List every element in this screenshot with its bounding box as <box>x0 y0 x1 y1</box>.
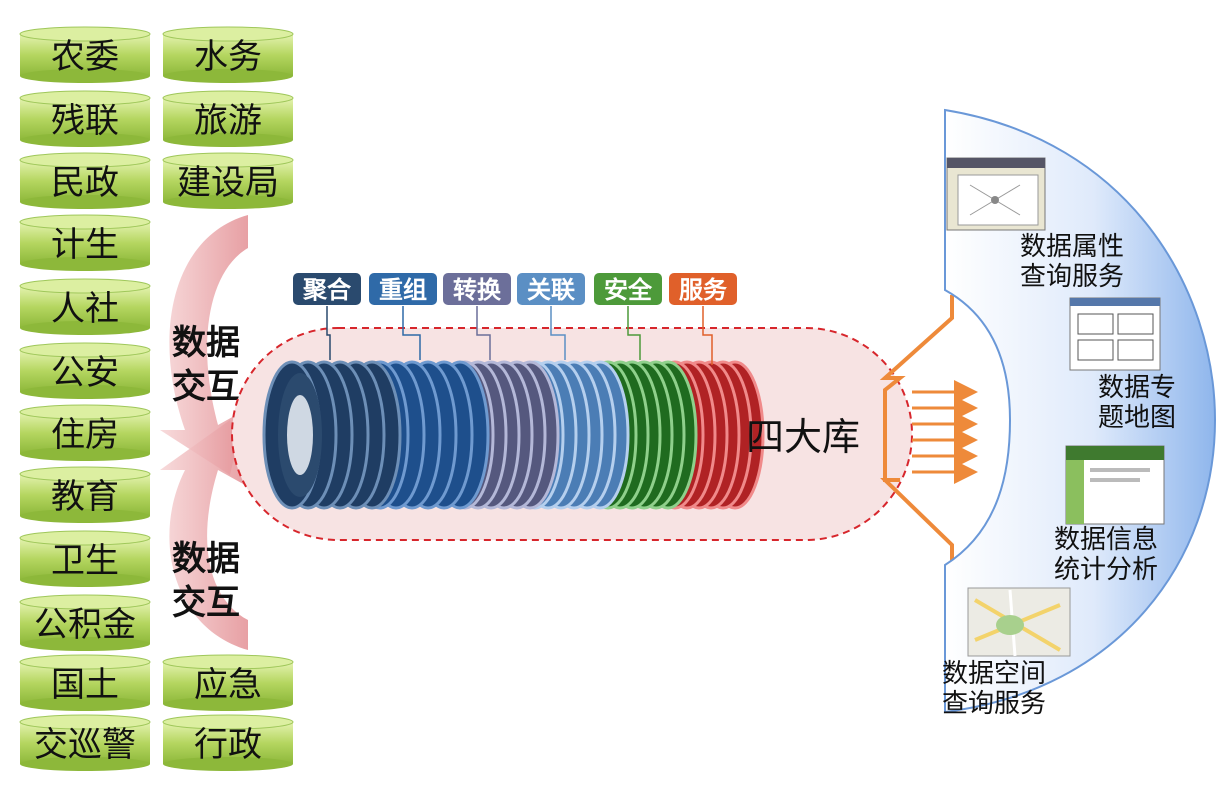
department-cylinder: 建设局 <box>162 152 294 209</box>
exchange-label-bottom-2: 交互 <box>172 583 240 623</box>
process-tag: 关联 <box>515 271 587 360</box>
department-cylinder: 公安 <box>19 342 151 399</box>
exchange-label-bottom-1: 数据 <box>172 539 240 579</box>
process-tag: 聚合 <box>291 271 363 360</box>
department-label: 公安 <box>51 353 119 393</box>
department-cylinder: 住房 <box>19 404 151 461</box>
process-tag-label: 重组 <box>379 276 427 304</box>
department-cylinder: 国土 <box>19 654 151 711</box>
department-label: 公积金 <box>34 605 136 645</box>
department-label: 水务 <box>194 37 262 77</box>
department-cylinder: 计生 <box>19 214 151 271</box>
process-tag-connector <box>326 306 331 360</box>
department-label: 农委 <box>51 37 119 77</box>
service-label-line1: 数据信息 <box>1054 525 1158 555</box>
process-tag: 重组 <box>367 271 439 360</box>
department-cylinder: 人社 <box>19 278 151 335</box>
department-label: 残联 <box>51 101 119 141</box>
process-tag-label: 安全 <box>604 276 653 304</box>
process-tag-connector <box>702 306 713 365</box>
exchange-arrow-bottom <box>160 420 248 650</box>
service-label-line2: 查询服务 <box>942 689 1046 719</box>
department-cylinder: 公积金 <box>19 594 151 651</box>
department-label: 卫生 <box>51 541 119 581</box>
service-label-line2: 查询服务 <box>1020 262 1124 292</box>
department-cylinder: 卫生 <box>19 530 151 587</box>
service-panel <box>944 108 1217 714</box>
department-cylinder: 交巡警 <box>19 714 151 771</box>
exchange-arrows <box>160 215 248 650</box>
department-cylinder: 农委 <box>19 26 151 83</box>
service-label-line2: 统计分析 <box>1054 555 1158 585</box>
service-label-line1: 数据空间 <box>942 659 1046 689</box>
department-cylinder: 教育 <box>19 466 151 523</box>
process-tag-connector <box>627 306 641 360</box>
process-tag-connector <box>550 306 566 360</box>
department-label: 教育 <box>51 477 119 517</box>
department-cylinder: 水务 <box>162 26 294 83</box>
department-label: 计生 <box>51 225 119 265</box>
core-label: 四大库 <box>746 415 860 459</box>
process-tags: 聚合重组转换关联 安全服务 <box>291 271 739 365</box>
exchange-arrow-top <box>160 215 248 475</box>
department-label: 旅游 <box>194 101 262 141</box>
process-tag-connector <box>476 306 491 360</box>
bracket-lower <box>880 470 954 568</box>
service-label-line1: 数据属性 <box>1020 232 1124 262</box>
department-label: 建设局 <box>177 163 279 203</box>
process-tag-label: 服务 <box>679 276 728 304</box>
process-tag-connector <box>402 306 421 360</box>
process-tag-label: 转换 <box>453 276 502 304</box>
thumbnail-spatial-map <box>967 587 1071 657</box>
process-tag: 安全 <box>592 271 664 360</box>
process-tag: 服务 <box>667 271 739 365</box>
department-label: 人社 <box>51 289 119 329</box>
department-cylinder: 残联 <box>19 90 151 147</box>
service-label-line1: 数据专 <box>1098 373 1176 403</box>
thumbnail-thematic-map <box>1069 297 1161 371</box>
department-cylinder: 应急 <box>162 654 294 711</box>
department-label: 应急 <box>194 665 262 705</box>
department-cylinder: 行政 <box>162 714 294 771</box>
process-tag-label: 关联 <box>527 276 575 304</box>
department-label: 交巡警 <box>34 725 136 765</box>
pipe-opening-inner <box>287 395 313 475</box>
output-connector <box>879 295 978 568</box>
department-cylinder: 民政 <box>19 152 151 209</box>
thumbnail-attribute-query <box>946 157 1046 231</box>
exchange-label-top-2: 交互 <box>172 367 240 407</box>
department-cylinder: 旅游 <box>162 90 294 147</box>
thumbnail-statistics <box>1065 445 1165 525</box>
process-tag-label: 聚合 <box>302 276 352 304</box>
department-label: 国土 <box>51 665 119 705</box>
department-label: 住房 <box>51 415 119 455</box>
department-label: 民政 <box>51 163 119 203</box>
bracket-upper <box>879 295 954 470</box>
data-pipeline <box>262 360 765 510</box>
department-label: 行政 <box>194 725 262 765</box>
exchange-label-top-1: 数据 <box>172 323 240 363</box>
service-label-line2: 题地图 <box>1098 403 1176 433</box>
process-tag: 转换 <box>441 271 513 360</box>
